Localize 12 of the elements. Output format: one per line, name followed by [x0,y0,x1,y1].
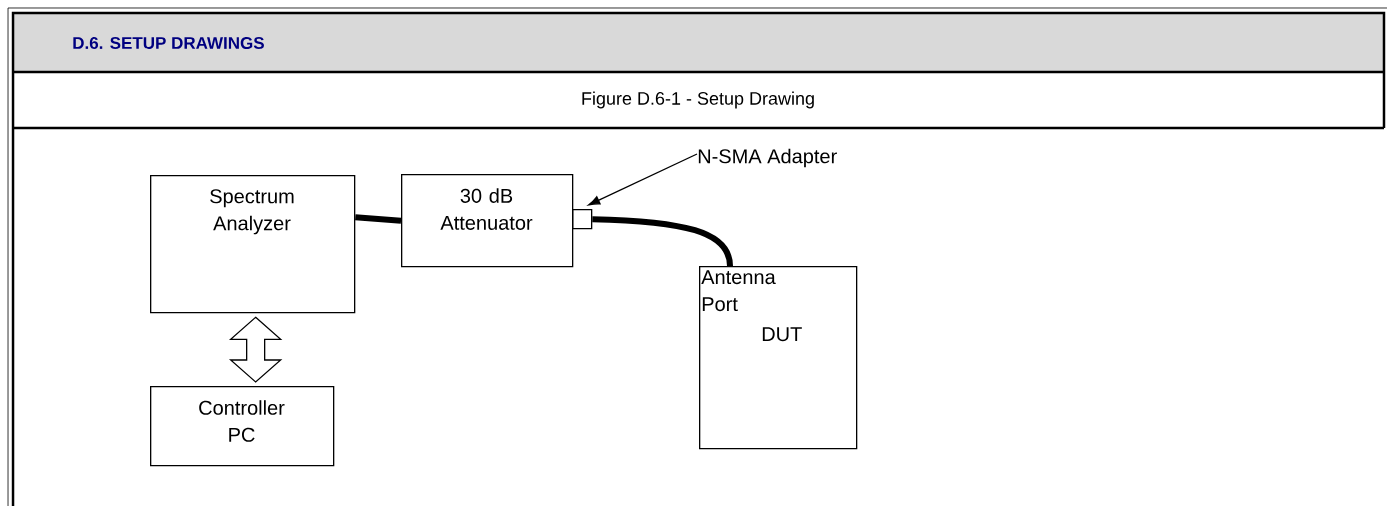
process-box: Spectrum Analyzer [150,175,356,314]
device-box: Antenna Port DUT [699,266,858,450]
cable [355,214,402,224]
cable [592,216,733,267]
leader-line [588,153,698,206]
process-box: Controller PC [150,386,335,467]
header-band: D.6. SETUP DRAWINGS [13,13,1384,72]
process-box: 30 dB Attenuator [401,174,574,268]
double-arrow [228,316,283,383]
adapter-box [572,209,593,230]
caption: Figure D.6-1 - Setup Drawing [582,91,814,109]
callout-text: N-SMA Adapter [698,148,837,168]
